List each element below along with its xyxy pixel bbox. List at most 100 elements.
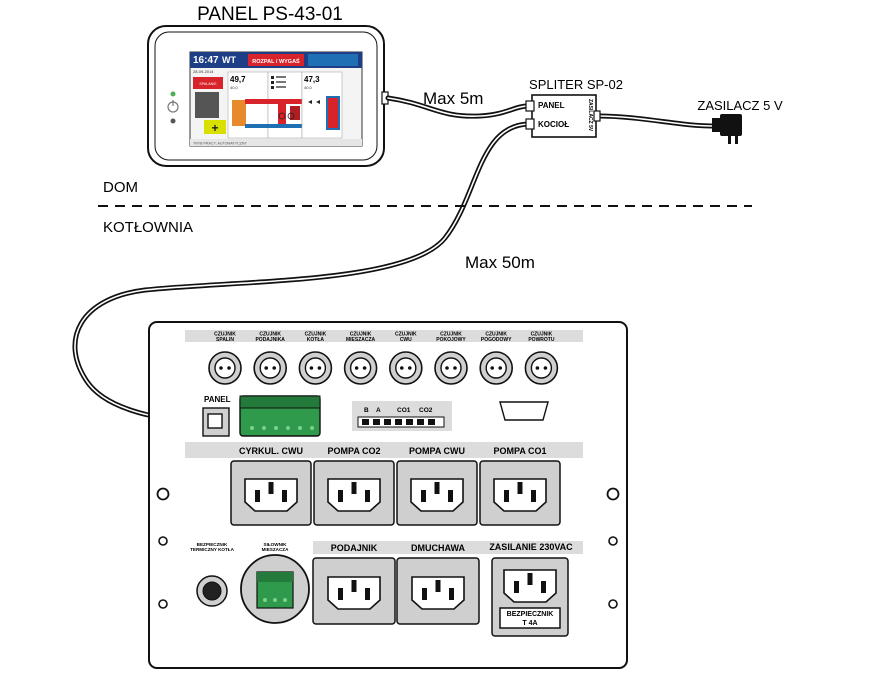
screen-temp-right: 47,3 [304, 75, 320, 84]
screen-menu-button[interactable] [308, 54, 358, 66]
sensor-label-line2: POWROTU [528, 337, 554, 343]
iec-socket-icon [327, 478, 381, 512]
zone-label-upper: DOM [103, 179, 138, 196]
sensor-label-line1: CZUJNIK [531, 332, 553, 338]
screen-clock: 16:47 [193, 55, 219, 66]
output-socket-top-3: POMPA CWU [396, 446, 478, 526]
splitter-title: SPLITER SP-02 [529, 77, 623, 92]
output-socket-top-1: CYRKUL. CWU [230, 446, 312, 526]
fuse-holder [499, 607, 561, 629]
sensor-label-line1: CZUJNIK [440, 332, 462, 338]
sensor-label-line1: CZUJNIK [350, 332, 372, 338]
status-led-icon [170, 91, 176, 97]
output-label: POMPA CO2 [327, 446, 380, 456]
sensor-label-line2: KOTŁA [307, 337, 325, 343]
panel-screen: 16:47 WT 28-09-2014 ROZPAL / WYGAŚ SPALA… [189, 51, 363, 147]
screen-date: 28-09-2014 [193, 69, 214, 74]
mains-socket: BEZPIECZNIK T 4A [491, 557, 569, 637]
power-plug-icon [712, 114, 742, 144]
sensor-label-line2: MIESZACZA [346, 337, 376, 343]
sensor-label-line1: CZUJNIK [395, 332, 417, 338]
panel-title: PANEL PS-43-01 [197, 4, 343, 25]
sensor-label-line1: CZUJNIK [485, 332, 507, 338]
iec-socket-icon [411, 576, 465, 610]
sensor-dot-icon [170, 118, 176, 124]
bus-terminal [357, 416, 445, 428]
screen-footer: TRYB PRACY: AUTOMATYCZNY [193, 142, 248, 146]
bus-label: CO1 [397, 407, 411, 414]
mixer-label-1: SIŁOWNIK [264, 542, 288, 547]
output-label: DMUCHAWA [411, 543, 465, 553]
splitter-box: PANEL KOCIOŁ ZASILACZ 5V [525, 94, 601, 138]
sensor-label-line2: PODAJNIKA [255, 337, 285, 343]
output-socket-bottom-1: PODAJNIK [312, 543, 396, 625]
sensor-label-line2: CWU [400, 337, 412, 343]
splitter-port-panel [525, 100, 535, 112]
screen-temp-right-sub: 40,0 [304, 85, 313, 90]
screen-temp-left-sub: 40,0 [230, 85, 239, 90]
output-socket-top-4: POMPA CO1 [479, 446, 561, 526]
fuse-label-1: BEZPIECZNIK [507, 611, 554, 618]
cable-label-5m: Max 5m [423, 89, 483, 108]
screen-stop-badge: SPALANIE [199, 82, 217, 86]
outputs-top-row: CYRKUL. CWU POMPA CO2 POMPA CWU POMPA CO1 [230, 446, 561, 526]
splitter-label-power: ZASILACZ 5V [587, 99, 593, 132]
mount-hole [608, 536, 618, 546]
bus-label: B [364, 407, 369, 414]
splitter-port-boiler [525, 118, 535, 130]
sensor-label-line2: SPALIN [216, 337, 234, 343]
splitter-label-panel: PANEL [538, 101, 565, 110]
mount-hole [606, 487, 620, 501]
mount-hole [156, 487, 170, 501]
safety-label-2: TERMICZNY KOTŁA [190, 547, 234, 552]
screen-temp-left: 49,7 [230, 75, 246, 84]
iec-socket-icon [493, 478, 547, 512]
screen-mode-button[interactable] [248, 54, 304, 66]
zone-label-lower: KOTŁOWNIA [103, 219, 193, 236]
screen-day: WT [222, 55, 236, 65]
iec-socket-icon [410, 478, 464, 512]
iec-socket-icon [327, 576, 381, 610]
output-socket-bottom-2: DMUCHAWA [396, 543, 480, 625]
sensor-label-line1: CZUJNIK [214, 332, 236, 338]
sensor-label-line2: POKOJOWY [436, 337, 466, 343]
mount-hole [608, 599, 618, 609]
sensor-row: CZUJNIKSPALINCZUJNIKPODAJNIKACZUJNIKKOTŁ… [208, 332, 559, 385]
controller-unit: CZUJNIKSPALINCZUJNIKPODAJNIKACZUJNIKKOTŁ… [148, 321, 628, 669]
screen-plus-glyph: + [211, 121, 218, 135]
output-label: CYRKUL. CWU [239, 446, 303, 456]
psu-title: ZASILACZ 5 V [697, 98, 783, 113]
output-label: PODAJNIK [331, 543, 378, 553]
iec-socket-icon [244, 478, 298, 512]
cable-label-50m: Max 50m [465, 253, 535, 272]
output-label: POMPA CO1 [493, 446, 546, 456]
iec-socket-icon [503, 569, 557, 603]
bus-label: CO2 [419, 407, 433, 414]
fuse-label-2: T 4A [522, 620, 537, 627]
output-socket-top-2: POMPA CO2 [313, 446, 395, 526]
output-label: POMPA CWU [409, 446, 465, 456]
mixer-terminal [240, 554, 310, 624]
mixer-label-2: MIESZACZA [262, 547, 289, 552]
screen-plus-button[interactable] [204, 120, 226, 134]
power-icon[interactable] [167, 100, 179, 113]
splitter-label-boiler: KOCIOŁ [538, 120, 569, 129]
sensor-label-line1: CZUJNIK [259, 332, 281, 338]
panel-device: 16:47 WT 28-09-2014 ROZPAL / WYGAŚ SPALA… [147, 25, 389, 167]
safety-label-1: BEZPIECZNIK [197, 542, 228, 547]
mount-hole [158, 536, 168, 546]
screen-mode-button-label: ROZPAL / WYGAŚ [252, 58, 300, 65]
thermal-fuse-knob[interactable] [196, 575, 228, 607]
terminal-block [239, 395, 321, 437]
bus-label: A [376, 407, 381, 414]
